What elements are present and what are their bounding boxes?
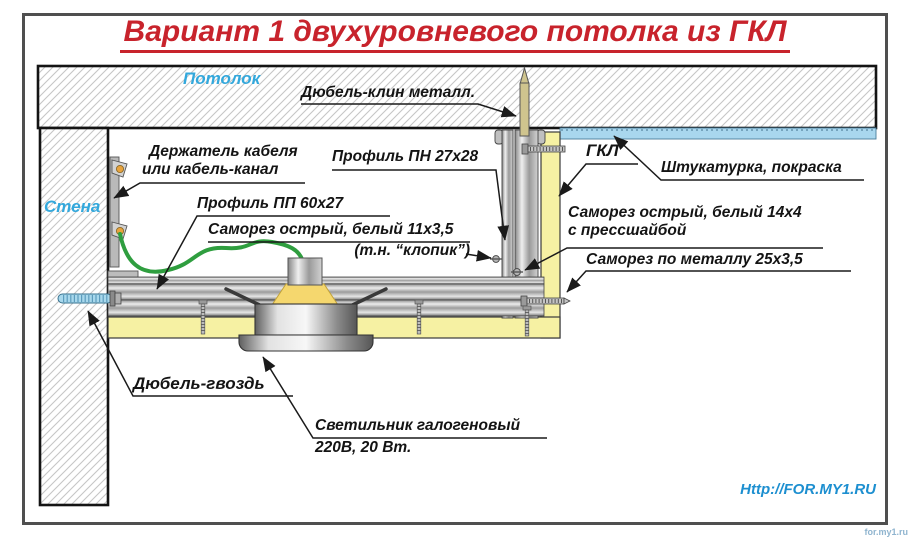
wall [38, 126, 110, 507]
dowel-nail [57, 290, 122, 307]
plaster-layer [559, 127, 877, 140]
gkl-screws [198, 299, 532, 337]
label-cable-holder-line2: или кабель-канал [142, 160, 279, 178]
metal-screw-25 [520, 295, 571, 307]
lamp-cable [118, 232, 304, 274]
label-screw-klopik: Саморез острый, белый 11x3,5 (т.н. “клоп… [208, 221, 470, 260]
cable-holder [109, 156, 128, 268]
label-cable-holder: Держатель кабеля или кабель-канал [142, 143, 298, 179]
label-screw-klopik-line1: Саморез острый, белый 11x3,5 [208, 221, 454, 238]
label-screw-14-line2: с прессшайбой [568, 221, 687, 239]
watermark: for.my1.ru [864, 527, 908, 537]
label-dowel-wedge: Дюбель-клин металл. [301, 84, 476, 101]
lamp-body [254, 303, 358, 336]
site-url: Http://FOR.MY1.RU [740, 481, 876, 498]
label-cable-holder-line1: Держатель кабеля [149, 143, 298, 160]
lamp-flange [238, 334, 374, 352]
lamp-connector [287, 257, 323, 286]
label-screw-klopik-line2: (т.н. “клопик”) [354, 241, 470, 259]
label-screw-14-line1: Саморез острый, белый 14x4 [568, 204, 802, 221]
leader-lines [87, 103, 864, 439]
label-lamp-line1: Светильник галогеновый [315, 417, 521, 434]
label-lamp: Светильник галогеновый 220В, 20 Вт. [315, 417, 520, 457]
label-plaster: Штукатурка, покраска [661, 159, 842, 176]
dowel-wedge [519, 66, 530, 137]
label-ceiling: Потолок [183, 69, 261, 88]
klopik-screw [490, 255, 502, 263]
klopik-screw [511, 268, 523, 276]
label-profile-pn: Профиль ПН 27x28 [332, 148, 479, 165]
label-lamp-line2: 220В, 20 Вт. [315, 438, 412, 456]
ceiling-slab [36, 64, 878, 130]
page-title: Вариант 1 двухуровневого потолка из ГКЛ [22, 15, 888, 53]
label-wall: Стена [44, 197, 101, 216]
page-title-text: Вариант 1 двухуровневого потолка из ГКЛ [119, 15, 791, 53]
label-screw-25: Саморез по металлу 25x3,5 [586, 251, 803, 268]
label-dowel-nail: Дюбель-гвоздь [133, 374, 265, 393]
label-screw-14: Саморез острый, белый 14x4 с прессшайбой [568, 204, 802, 240]
label-profile-pp: Профиль ПП 60x27 [197, 195, 344, 212]
anchor-screw [521, 143, 566, 155]
label-gkl: ГКЛ [586, 141, 619, 160]
halogen-lamp [224, 257, 388, 352]
